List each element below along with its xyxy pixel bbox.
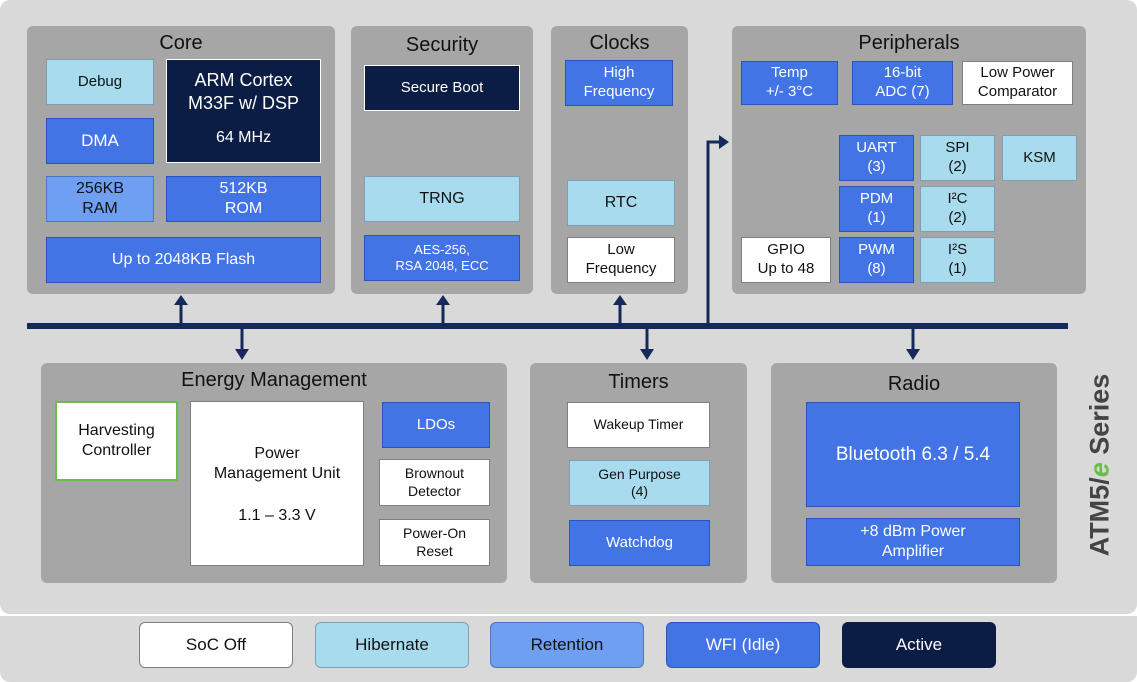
peripherals-title: Peripherals: [858, 32, 960, 54]
wakeup-timer-block: Wakeup Timer: [567, 402, 710, 448]
adc-block: 16-bit ADC (7): [852, 61, 953, 105]
bus-line: [27, 323, 1068, 329]
core-title: Core: [159, 32, 203, 54]
crypto-block: AES-256, RSA 2048, ECC: [364, 235, 520, 281]
bus-arrow-timers-head: [640, 349, 654, 360]
series-label: ATM5/e Series: [1085, 374, 1116, 557]
legend-wfi-idle: WFI (Idle): [666, 622, 820, 668]
legend-hibernate: Hibernate: [315, 622, 469, 668]
gen-purpose-timer-block: Gen Purpose (4): [569, 460, 710, 506]
pdm-block: PDM (1): [839, 186, 914, 232]
clocks-title: Clocks: [589, 32, 650, 54]
spi-block: SPI (2): [920, 135, 995, 181]
i2c-block: I²C (2): [920, 186, 995, 232]
bus-arrow-radio-head: [906, 349, 920, 360]
legend-active: Active: [842, 622, 996, 668]
debug-block: Debug: [46, 59, 154, 105]
legend-retention: Retention: [490, 622, 644, 668]
bus-arrow-security-head: [436, 295, 450, 305]
rtc-block: RTC: [567, 180, 675, 226]
pmu-name: Power Management Unit: [213, 445, 341, 482]
brownout-detector-block: Brownout Detector: [379, 459, 490, 506]
power-on-reset-block: Power-On Reset: [379, 519, 490, 566]
low-frequency-block: Low Frequency: [567, 237, 675, 283]
bus-arrow-peripherals-line: [706, 140, 720, 323]
series-label-suffix: Series: [1084, 373, 1115, 463]
security-title: Security: [405, 34, 479, 56]
secure-boot-block: Secure Boot: [364, 65, 520, 111]
series-label-prefix: ATM5/: [1084, 477, 1115, 557]
comparator-block: Low Power Comparator: [962, 61, 1073, 105]
watchdog-block: Watchdog: [569, 520, 710, 566]
harvesting-controller-block: Harvesting Controller: [55, 401, 178, 481]
radio-title: Radio: [887, 373, 941, 395]
timers-title: Timers: [608, 371, 669, 393]
power-amplifier-block: +8 dBm Power Amplifier: [806, 518, 1020, 566]
bluetooth-block: Bluetooth 6.3 / 5.4: [806, 402, 1020, 507]
trng-block: TRNG: [364, 176, 520, 222]
cpu-speed: 64 MHz: [215, 129, 272, 146]
bus-arrow-clocks-head: [613, 295, 627, 305]
legend-soc-off: SoC Off: [139, 622, 293, 668]
high-frequency-block: High Frequency: [565, 60, 673, 106]
ksm-block: KSM: [1002, 135, 1077, 181]
dma-block: DMA: [46, 118, 154, 164]
temp-sensor-block: Temp +/- 3°C: [741, 61, 838, 105]
ram-block: 256KB RAM: [46, 176, 154, 222]
bus-arrow-energy-head: [235, 349, 249, 360]
cpu-block: ARM Cortex M33F w/ DSP 64 MHz: [166, 59, 321, 163]
gpio-block: GPIO Up to 48: [741, 237, 831, 283]
cpu-name: ARM Cortex M33F w/ DSP: [187, 70, 300, 113]
flash-block: Up to 2048KB Flash: [46, 237, 321, 283]
pmu-block: Power Management Unit 1.1 – 3.3 V: [190, 401, 364, 566]
rom-block: 512KB ROM: [166, 176, 321, 222]
pwm-block: PWM (8): [839, 237, 914, 283]
bus-arrow-core-head: [174, 295, 188, 305]
bus-arrow-peripherals-head: [719, 135, 729, 149]
energy-title: Energy Management: [181, 369, 367, 391]
series-label-accent: e: [1084, 462, 1115, 478]
ldos-block: LDOs: [382, 402, 490, 448]
uart-block: UART (3): [839, 135, 914, 181]
i2s-block: I²S (1): [920, 237, 995, 283]
pmu-range: 1.1 – 3.3 V: [238, 507, 316, 524]
